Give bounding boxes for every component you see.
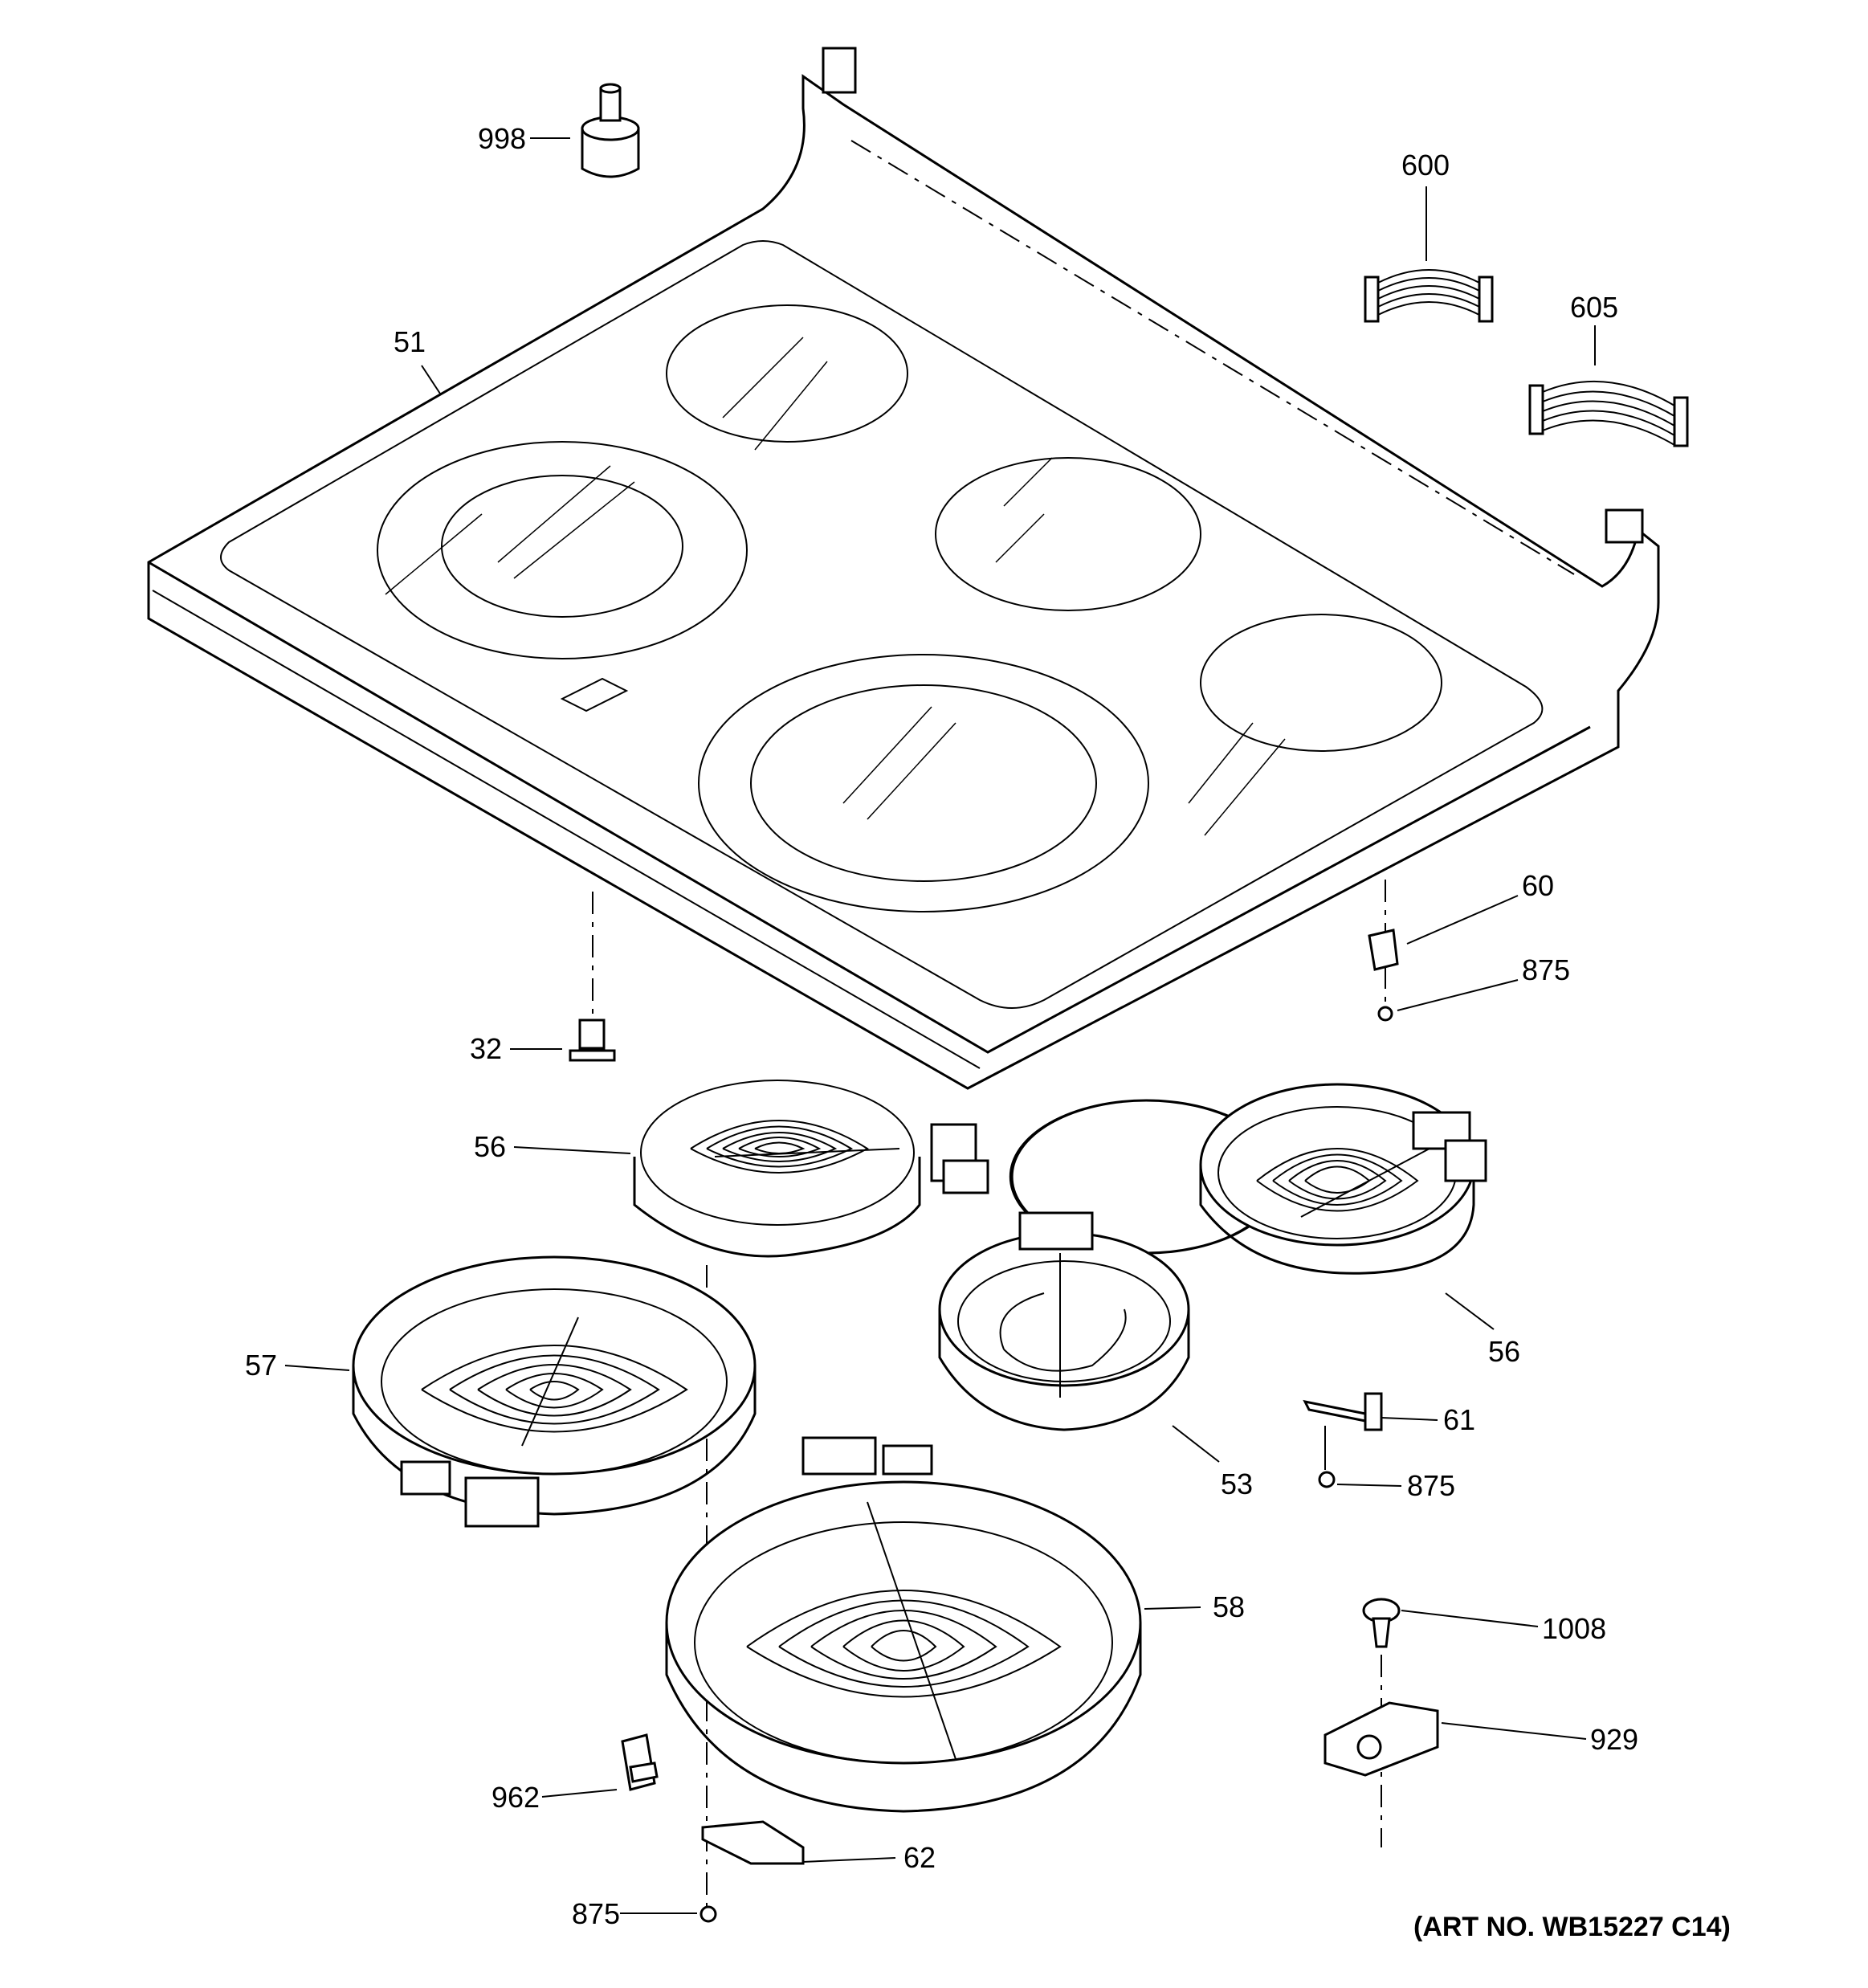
- callout-929: 929: [1590, 1723, 1638, 1756]
- bracket-61: [1303, 1392, 1383, 1431]
- clip-962: [621, 1733, 659, 1791]
- radiant-element-56b: [1199, 1083, 1487, 1275]
- radiant-element-58: [665, 1436, 1142, 1813]
- art-number: (ART NO. WB15227 C14): [1413, 1912, 1731, 1942]
- touch-up-bottle: [581, 83, 640, 178]
- callout-605: 605: [1570, 291, 1618, 324]
- screw-875a: [1377, 1006, 1393, 1022]
- callout-56a: 56: [474, 1130, 506, 1163]
- callout-875a: 875: [1522, 953, 1570, 986]
- bracket-62: [701, 1820, 805, 1865]
- wire-harness-605: [1528, 380, 1689, 447]
- callout-875c: 875: [572, 1897, 620, 1930]
- limiter-32: [569, 1018, 616, 1062]
- callout-56b: 56: [1488, 1335, 1520, 1368]
- callout-600: 600: [1401, 149, 1450, 182]
- screw-1008: [1362, 1598, 1401, 1648]
- screw-875c: [699, 1905, 717, 1923]
- callout-58: 58: [1213, 1590, 1245, 1623]
- callout-998: 998: [478, 122, 526, 155]
- screw-875b: [1318, 1471, 1336, 1488]
- callout-875b: 875: [1407, 1469, 1455, 1502]
- callout-60: 60: [1522, 869, 1554, 902]
- wire-harness-600: [1364, 269, 1494, 323]
- callout-57: 57: [245, 1349, 277, 1382]
- callout-32: 32: [470, 1032, 502, 1065]
- callout-61: 61: [1443, 1403, 1475, 1436]
- radiant-element-53: [938, 1211, 1190, 1431]
- callout-962: 962: [491, 1781, 540, 1814]
- callout-53: 53: [1221, 1468, 1253, 1500]
- bracket-929: [1324, 1701, 1439, 1777]
- radiant-element-57: [352, 1255, 757, 1528]
- clip-60: [1368, 929, 1399, 971]
- callout-51: 51: [394, 325, 426, 358]
- callout-1008: 1008: [1542, 1612, 1606, 1645]
- radiant-element-56a: [633, 1080, 1283, 1258]
- cooktop-glass-assembly: [147, 47, 1660, 1090]
- callout-62: 62: [903, 1841, 936, 1874]
